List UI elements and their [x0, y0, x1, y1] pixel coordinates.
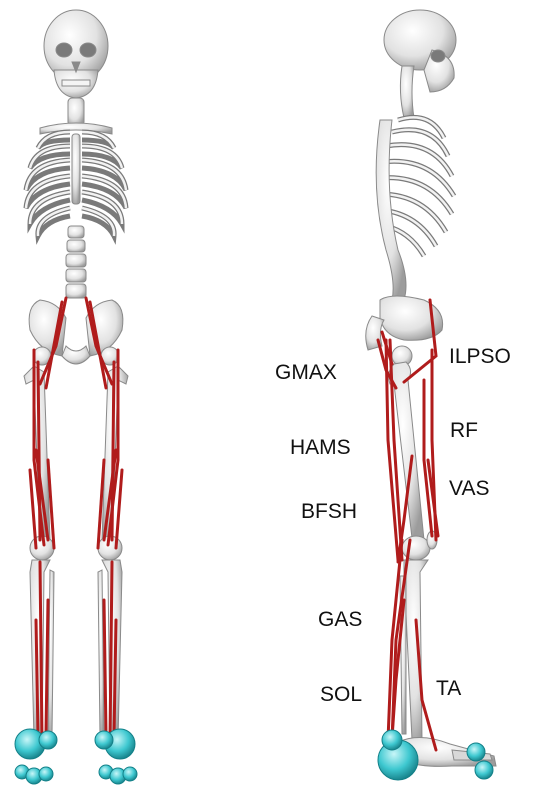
- label-gmax: GMAX: [275, 362, 337, 383]
- front-lumbar-spine: [66, 226, 86, 298]
- label-sol: SOL: [320, 684, 362, 705]
- side-neck-spine: [400, 66, 414, 118]
- label-hams: HAMS: [290, 437, 351, 458]
- label-gas: GAS: [318, 609, 362, 630]
- side-skull: [384, 10, 456, 92]
- label-bfsh: BFSH: [301, 501, 357, 522]
- front-clavicles: [40, 123, 112, 134]
- front-neck-spine: [68, 98, 84, 126]
- front-skull: [44, 10, 108, 98]
- label-ilpso: ILPSO: [449, 346, 511, 367]
- front-contact-spheres: [15, 729, 137, 784]
- front-tibiae: [30, 560, 122, 740]
- label-ta: TA: [436, 678, 461, 699]
- front-sternum: [72, 134, 80, 204]
- label-rf: RF: [450, 420, 478, 441]
- label-vas: VAS: [449, 478, 489, 499]
